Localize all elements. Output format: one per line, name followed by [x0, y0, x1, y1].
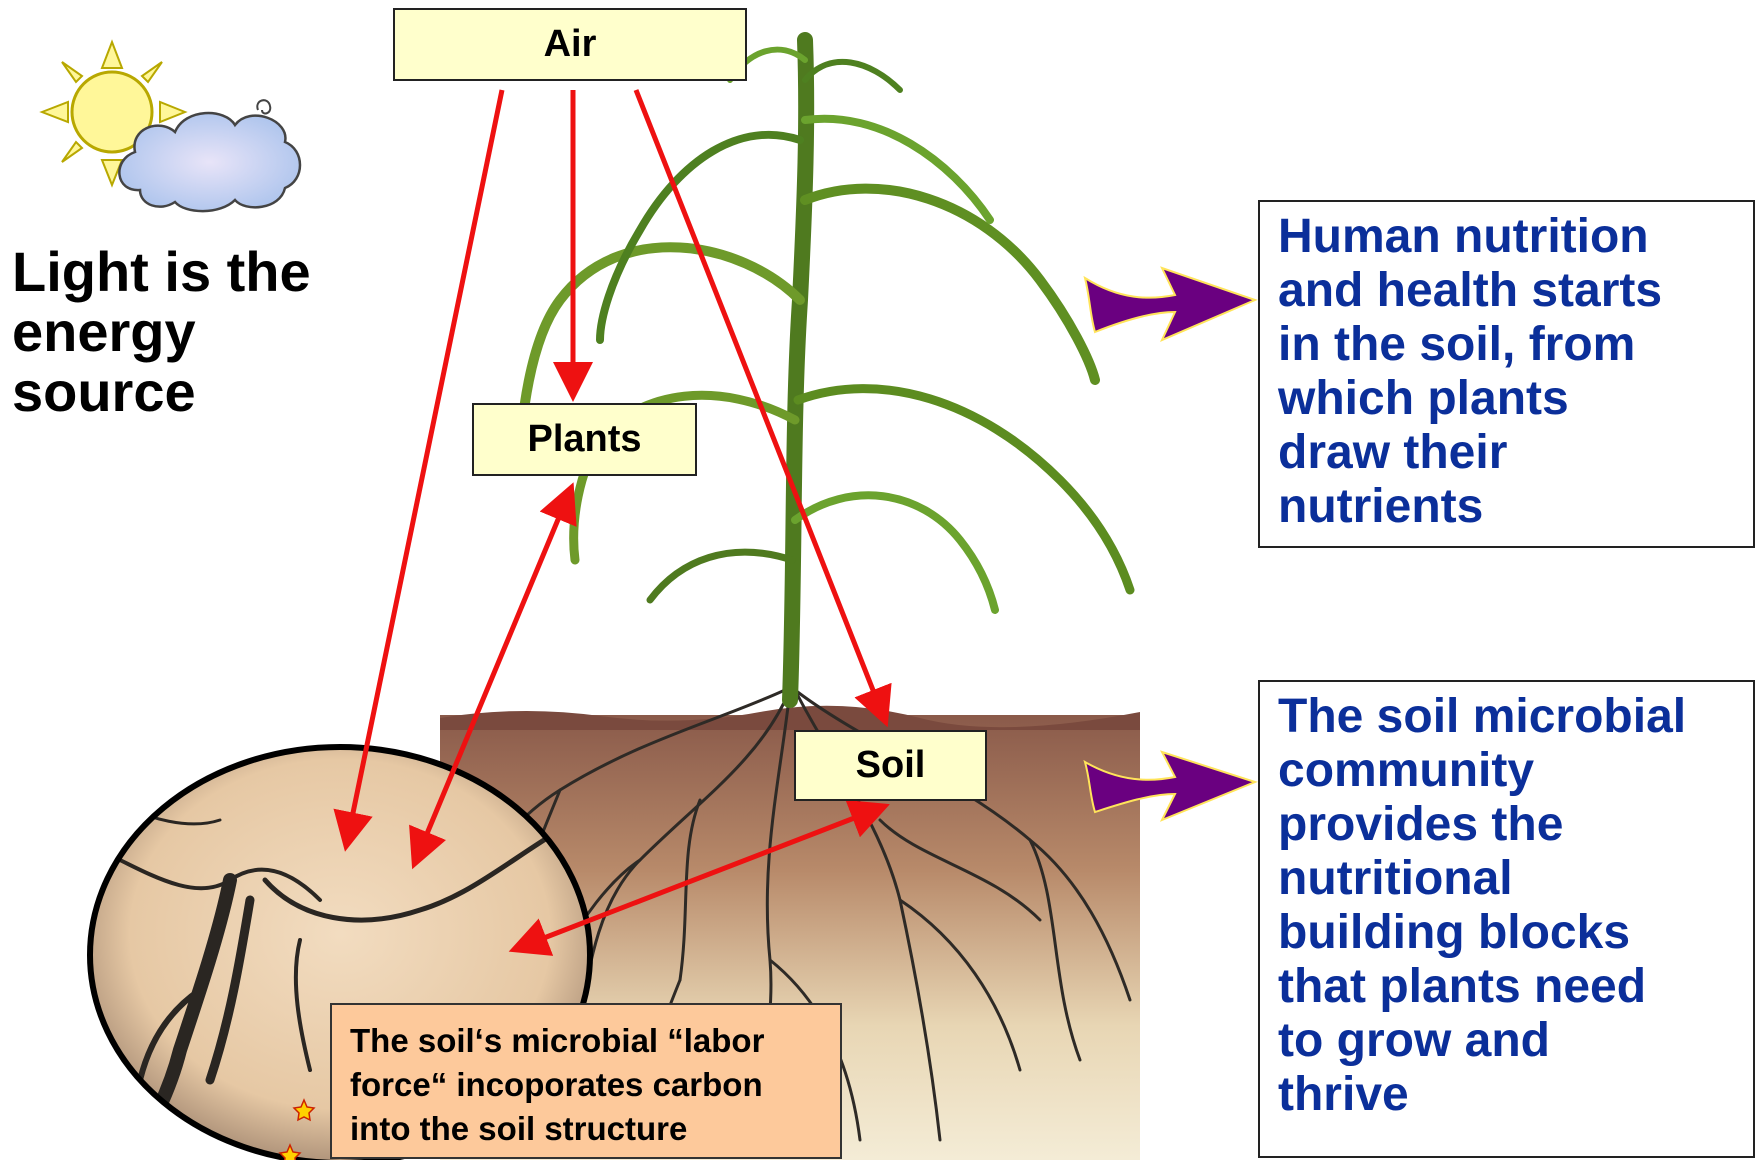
energy-line: source: [12, 362, 311, 422]
info-line: that plants need: [1278, 960, 1735, 1014]
caption-line: The soil‘s microbial “labor: [350, 1019, 822, 1063]
info-line: and health starts: [1278, 264, 1735, 318]
soil-label: Soil: [794, 730, 987, 801]
plant-illustration: [520, 40, 1130, 700]
info-line: draw their: [1278, 426, 1735, 480]
purple-arrow-icon: [1085, 268, 1255, 340]
microbial-labor-caption: The soil‘s microbial “labor force“ incop…: [330, 1003, 842, 1159]
info-line: nutritional: [1278, 852, 1735, 906]
info-line: provides the: [1278, 798, 1735, 852]
info-line: community: [1278, 744, 1735, 798]
human-nutrition-box: Human nutrition and health starts in the…: [1258, 200, 1755, 548]
soil-microbial-box: The soil microbial community provides th…: [1258, 680, 1755, 1158]
info-line: in the soil, from: [1278, 318, 1735, 372]
caption-line: into the soil structure: [350, 1107, 822, 1151]
air-label-text: Air: [544, 23, 597, 66]
energy-line: Light is the: [12, 242, 311, 302]
info-line: thrive: [1278, 1068, 1735, 1122]
plants-label: Plants: [472, 403, 697, 476]
air-label: Air: [393, 8, 747, 81]
soil-label-text: Soil: [856, 744, 926, 787]
caption-line: force“ incoporates carbon: [350, 1063, 822, 1107]
sun-cloud-icon: [42, 42, 300, 211]
info-line: to grow and: [1278, 1014, 1735, 1068]
info-line: which plants: [1278, 372, 1735, 426]
info-line: The soil microbial: [1278, 690, 1735, 744]
info-line: Human nutrition: [1278, 210, 1735, 264]
info-line: building blocks: [1278, 906, 1735, 960]
energy-source-text: Light is the energy source: [12, 242, 311, 422]
plants-label-text: Plants: [527, 418, 641, 461]
energy-line: energy: [12, 302, 311, 362]
info-line: nutrients: [1278, 480, 1735, 534]
